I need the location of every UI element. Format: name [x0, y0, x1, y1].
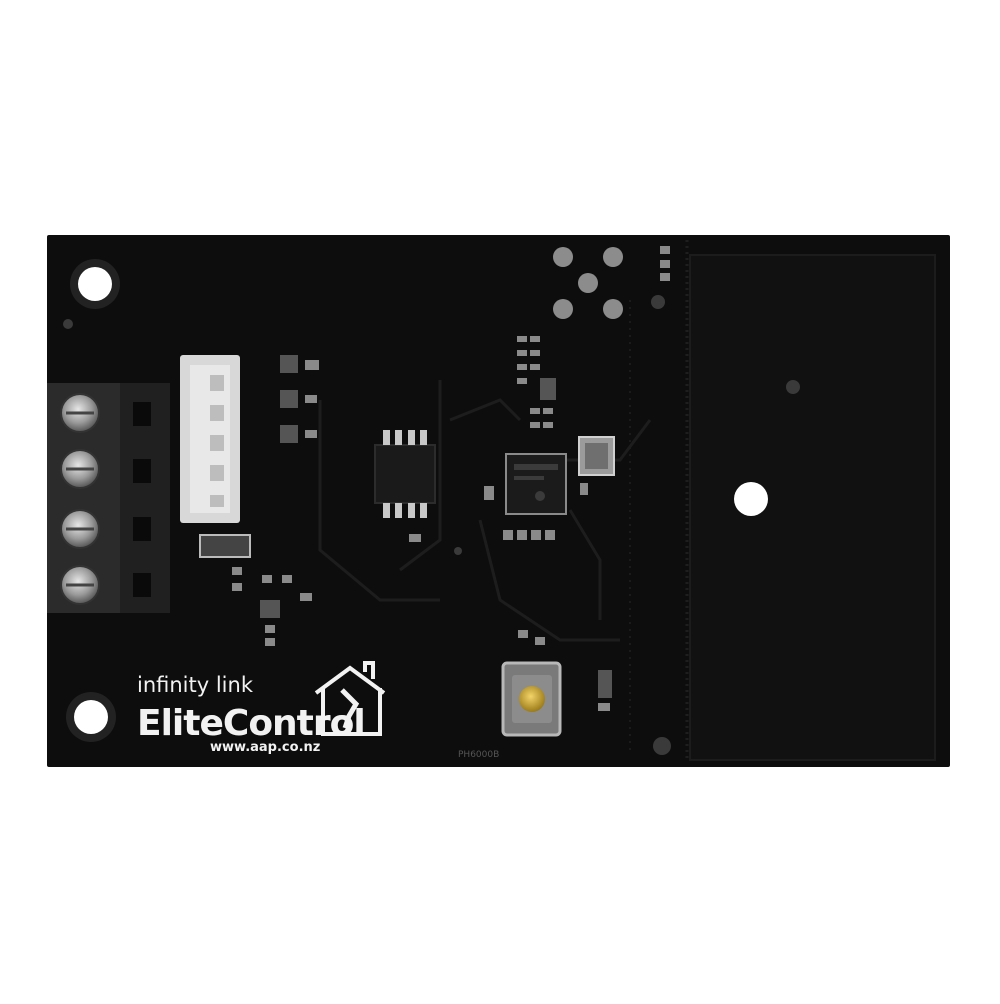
qfn-chip-icon — [505, 453, 567, 515]
house-with-map-icon — [314, 661, 386, 736]
product-name: infinity link — [137, 673, 254, 697]
header-connector — [180, 355, 240, 523]
brand-logo-text: EliteControl — [137, 703, 365, 744]
website-text: www.aap.co.nz — [210, 740, 320, 755]
antenna-area — [689, 254, 936, 761]
board-marking: PH6000B — [458, 750, 499, 760]
tactile-switch-icon — [501, 661, 562, 737]
terminal-block — [47, 383, 170, 613]
vias — [63, 295, 800, 755]
mounting-holes — [66, 259, 768, 742]
test-pads — [553, 247, 623, 319]
smd-components — [199, 246, 670, 711]
soic-chip — [374, 430, 436, 518]
